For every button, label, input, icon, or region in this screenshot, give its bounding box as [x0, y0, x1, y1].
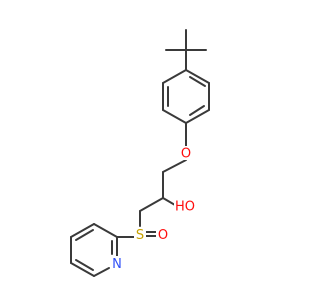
sulfinyl-oxygen-label: O: [158, 228, 168, 243]
bond-ether-oxygen-to-ch2: [162, 159, 187, 173]
pyridine-nitrogen-label: N: [112, 257, 122, 272]
bond-pyridine-double-2: [75, 259, 94, 271]
bond-pyridine-2: [70, 223, 95, 238]
bonds: [70, 29, 210, 277]
atom-labels: O HO S O N: [110, 146, 196, 272]
bond-pyridine-4: [70, 262, 95, 277]
bond-benzene-double-2: [189, 105, 205, 116]
bond-benzene-4: [162, 109, 187, 124]
sulfur-label: S: [136, 228, 144, 243]
bond-pyridine-5: [93, 267, 110, 277]
bond-benzene-double-1: [189, 76, 206, 87]
hydroxyl-label: HO: [175, 200, 195, 215]
bond-choh-to-ch2: [139, 197, 164, 212]
bond-pyridine-double-1: [75, 229, 94, 241]
bond-choh-to-hydroxyl: [162, 197, 176, 206]
bond-benzene-3: [185, 109, 210, 124]
ether-oxygen-label: O: [181, 147, 191, 162]
molecule-structure: O HO S O N: [70, 29, 210, 277]
bond-benzene-1: [185, 69, 210, 84]
bond-pyridine-1: [93, 223, 118, 238]
bond-benzene-6: [162, 69, 187, 84]
